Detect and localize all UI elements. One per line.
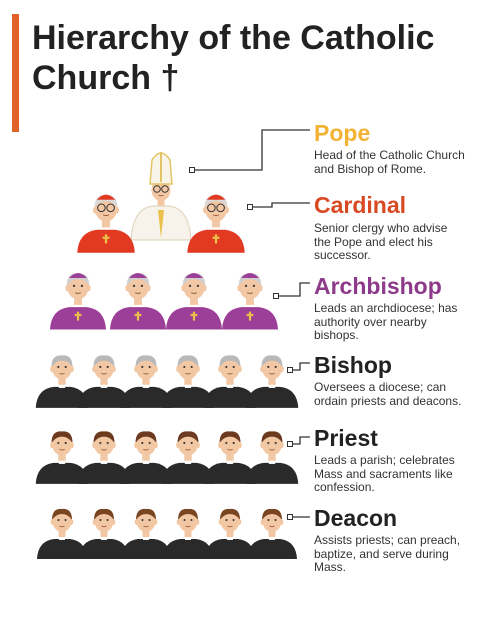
priest-figure <box>245 431 299 484</box>
rank-desc-line: Head of the Catholic Church <box>314 148 465 162</box>
rank-desc-line: Mass and sacraments like <box>314 466 453 481</box>
bishop-figure <box>35 355 89 408</box>
archbishop-connector-dot <box>273 293 279 299</box>
rank-desc-line: Leads a parish; celebrates <box>314 453 455 467</box>
priest-connector <box>290 436 310 445</box>
rank-desc-bishop: Oversees a diocese; can ordain priests a… <box>314 380 489 408</box>
rank-desc-line: Assists priests; can preach, <box>314 533 461 547</box>
rank-desc-line: bishops. <box>314 328 359 342</box>
pope-connector-dot <box>189 167 195 173</box>
deacon-figure <box>79 508 129 559</box>
rank-label-pope: Pope <box>314 120 371 146</box>
rank-desc-line: ordain priests and deacons. <box>314 393 462 408</box>
deacon-figure <box>205 508 255 559</box>
rank-desc-line: confession. <box>314 480 375 494</box>
rank-desc-line: baptize, and serve during <box>314 546 449 561</box>
rank-desc-deacon: Assists priests; can preach, baptize, an… <box>314 533 489 575</box>
rank-desc-cardinal: Senior clergy who advise the Pope and el… <box>314 221 489 263</box>
page-title: Hierarchy of the Catholic Church † <box>32 19 435 97</box>
archbishop-figure <box>50 273 106 330</box>
deacon-figure <box>163 508 213 559</box>
bishop-connector <box>290 362 310 371</box>
rank-label-archbishop: Archbishop <box>314 273 442 299</box>
rank-desc-line: authority over nearby <box>314 314 427 329</box>
priest-figure <box>161 431 215 484</box>
rank-label-deacon: Deacon <box>314 505 398 531</box>
archbishop-connector <box>276 282 310 297</box>
bishop-figure <box>77 355 131 408</box>
priest-figure <box>35 431 89 484</box>
archbishop-figure <box>166 273 222 330</box>
bishop-figure <box>203 355 257 408</box>
rank-desc-archbishop: Leads an archdiocese; has authority over… <box>314 301 489 343</box>
archbishop-figure <box>222 273 278 330</box>
cardinal-figure <box>77 194 135 253</box>
priest-figure <box>119 431 173 484</box>
rank-label-bishop: Bishop <box>314 352 392 378</box>
rank-label-cardinal: Cardinal <box>314 192 407 218</box>
rank-label-priest: Priest <box>314 425 378 451</box>
bishop-connector-dot <box>287 367 293 373</box>
cardinal-connector <box>250 202 310 208</box>
rank-desc-line: Oversees a diocese; can <box>314 380 447 394</box>
bishop-figure <box>119 355 173 408</box>
rank-desc-line: Mass. <box>314 560 347 574</box>
rank-desc-line: Senior clergy who advise <box>314 221 448 235</box>
deacon-figure <box>121 508 171 559</box>
bishop-figure <box>161 355 215 408</box>
pope-figure <box>130 152 192 241</box>
deacon-connector-dot <box>287 514 293 520</box>
rank-desc-pope: Head of the Catholic Church and Bishop o… <box>314 148 489 176</box>
cardinal-figure <box>187 194 245 253</box>
deacon-figure <box>37 508 87 559</box>
title-accent-bar <box>12 14 19 132</box>
rank-desc-line: and Bishop of Rome. <box>314 161 427 176</box>
rank-desc-priest: Leads a parish; celebrates Mass and sacr… <box>314 453 489 495</box>
bishop-figure <box>245 355 299 408</box>
archbishop-figure <box>110 273 166 330</box>
priest-figure <box>203 431 257 484</box>
priest-figure <box>77 431 131 484</box>
rank-desc-line: the Pope and elect his <box>314 234 433 249</box>
cardinal-connector-dot <box>247 204 253 210</box>
pope-connector <box>192 129 310 171</box>
deacon-figure <box>247 508 297 559</box>
priest-connector-dot <box>287 441 293 447</box>
rank-desc-line: successor. <box>314 248 371 262</box>
rank-desc-line: Leads an archdiocese; has <box>314 301 458 315</box>
